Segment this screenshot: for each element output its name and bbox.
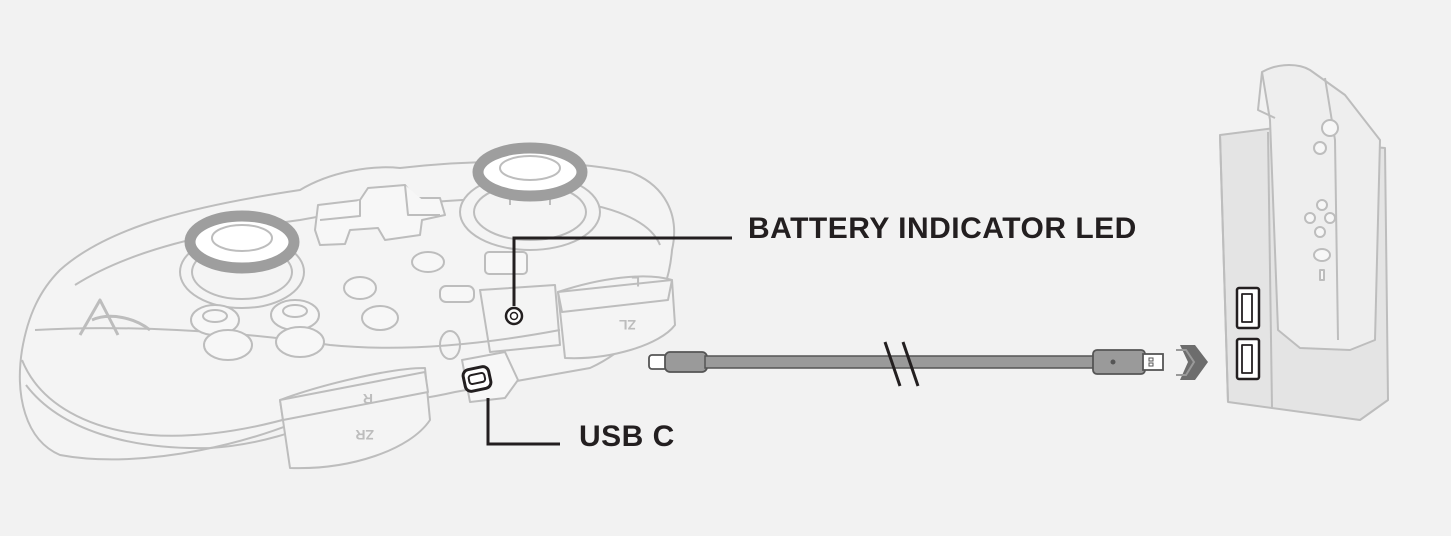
controller-face-contour — [34, 327, 561, 349]
shoulder-label-r: R — [363, 391, 373, 407]
usb-c-port — [461, 351, 519, 403]
controller — [18, 142, 676, 470]
usb-c-leader — [486, 398, 560, 446]
center-buttons — [343, 251, 528, 331]
cable-break-mark-2 — [901, 341, 920, 387]
shoulder-label-zl: ZL — [618, 317, 636, 333]
callout-lines — [486, 236, 732, 446]
battery-indicator-led-label: BATTERY INDICATOR LED — [748, 212, 1137, 245]
right-triggers — [279, 367, 431, 470]
usb-a-plug-housing — [1092, 349, 1146, 375]
shoulder-label-l: L — [631, 274, 640, 290]
usb-c-plug-housing — [664, 351, 708, 373]
face-buttons — [190, 299, 325, 361]
right-thumbstick — [459, 142, 601, 251]
controller-side-panel — [479, 284, 561, 353]
left-thumbstick — [179, 210, 305, 309]
usb-cable — [648, 341, 1164, 387]
cable-body — [704, 355, 1096, 369]
left-triggers — [557, 275, 676, 360]
brand-logo — [78, 298, 151, 336]
shoulder-labels: L ZL R ZR — [355, 274, 640, 443]
usb-c-label: USB C — [579, 420, 675, 453]
usb-a-plug — [1142, 353, 1164, 371]
cable-break-mark-1 — [883, 341, 902, 387]
battery-led-leader — [512, 236, 732, 306]
battery-led — [504, 306, 524, 326]
audio-jack — [439, 330, 461, 360]
console-dock — [1219, 64, 1389, 421]
shoulder-label-zr: ZR — [355, 427, 374, 443]
dpad — [314, 184, 446, 246]
